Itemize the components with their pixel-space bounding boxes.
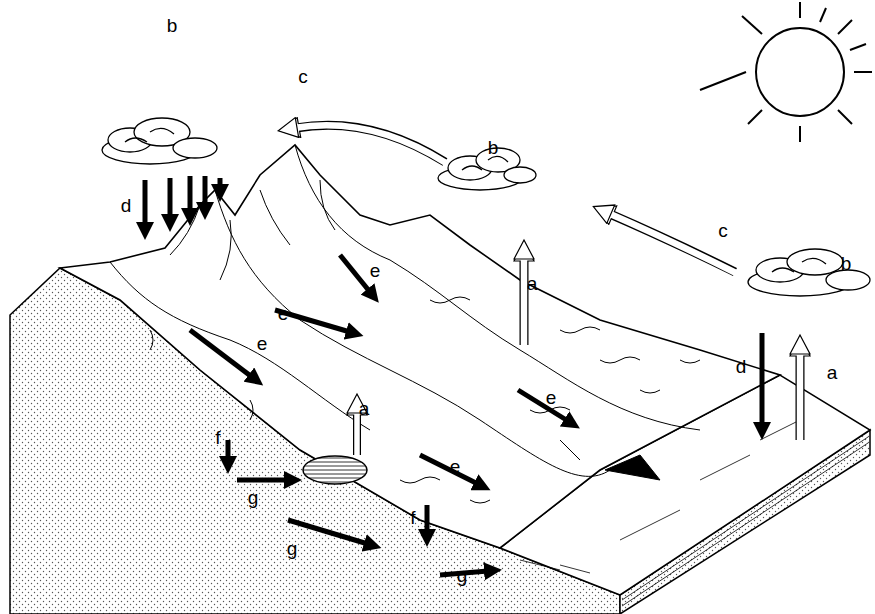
sun	[700, 2, 872, 142]
callout-letter: g	[287, 539, 298, 558]
callout-letter: e	[450, 457, 461, 476]
callout-letter: g	[457, 566, 468, 585]
callout-letter: g	[248, 488, 259, 507]
callout-letter: f	[215, 428, 220, 447]
callout-letter: e	[257, 334, 268, 353]
mountain-land	[60, 145, 780, 548]
callout-letter: e	[278, 304, 289, 323]
callout-letter: b	[167, 16, 178, 35]
callout-letter: b	[841, 254, 852, 273]
callout-letter: c	[298, 67, 308, 86]
evaporation-arrow	[357, 256, 800, 456]
transport-arrow	[294, 125, 736, 273]
terrain-lines	[110, 145, 700, 503]
cloud	[438, 148, 536, 190]
cloud	[102, 118, 217, 164]
callout-letter: d	[736, 357, 747, 376]
flow-arrow	[145, 176, 762, 575]
callout-letter: b	[488, 138, 499, 157]
cloud	[748, 249, 870, 296]
callout-letter: f	[410, 508, 415, 527]
callout-letter: a	[827, 363, 838, 382]
callout-letter: e	[370, 261, 381, 280]
callout-letter: d	[121, 196, 132, 215]
callout-letter: c	[718, 221, 728, 240]
callout-letter: e	[546, 388, 557, 407]
callout-letter: a	[527, 274, 538, 293]
callout-letter: a	[359, 399, 370, 418]
lake	[303, 456, 367, 484]
